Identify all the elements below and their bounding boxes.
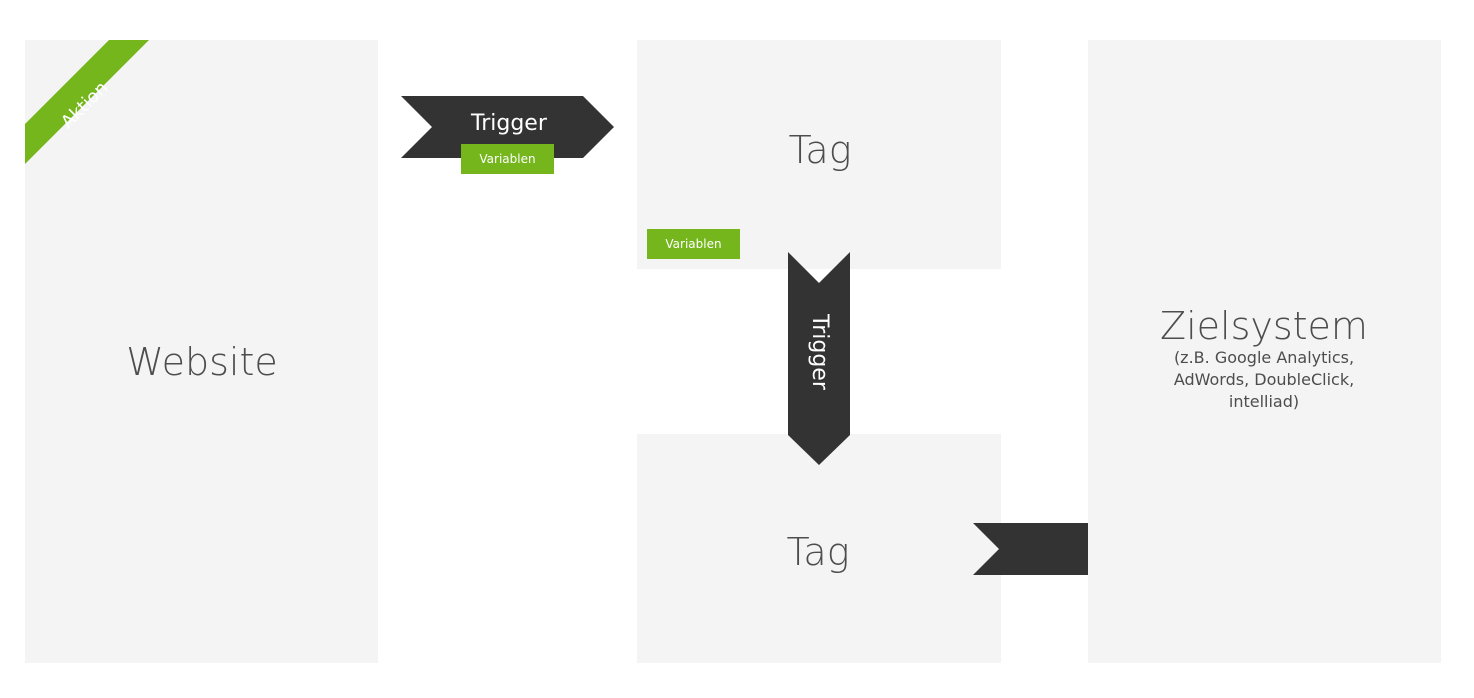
target-description-line: AdWords, DoubleClick, bbox=[1173, 370, 1355, 389]
trigger-arrow-horizontal: Trigger bbox=[401, 96, 615, 158]
output-arrow bbox=[973, 523, 1123, 575]
trigger-horizontal-label: Trigger bbox=[471, 111, 547, 136]
target-system-description: (z.B. Google Analytics, AdWords, DoubleC… bbox=[1144, 347, 1384, 413]
variables-badge-trigger: Variablen bbox=[461, 144, 554, 174]
target-description-line: (z.B. Google Analytics, bbox=[1173, 348, 1355, 367]
trigger-vertical-label: Trigger bbox=[807, 314, 832, 390]
target-system-box: Zielsystem (z.B. Google Analytics, AdWor… bbox=[1088, 40, 1441, 663]
tag-top-label: Tag bbox=[788, 128, 852, 172]
target-description-line: intelliad) bbox=[1228, 392, 1300, 411]
tag-box-bottom: Tag bbox=[637, 434, 1001, 663]
target-system-label: Zielsystem bbox=[1160, 304, 1368, 348]
tag-bottom-label: Tag bbox=[786, 530, 850, 574]
variables-badge-tag: Variablen bbox=[647, 229, 740, 259]
website-label: Website bbox=[126, 340, 278, 384]
trigger-arrow-vertical: Trigger bbox=[788, 252, 850, 465]
website-box: Aktion Website bbox=[25, 40, 378, 663]
tag-box-top: Tag Variablen bbox=[637, 40, 1001, 269]
